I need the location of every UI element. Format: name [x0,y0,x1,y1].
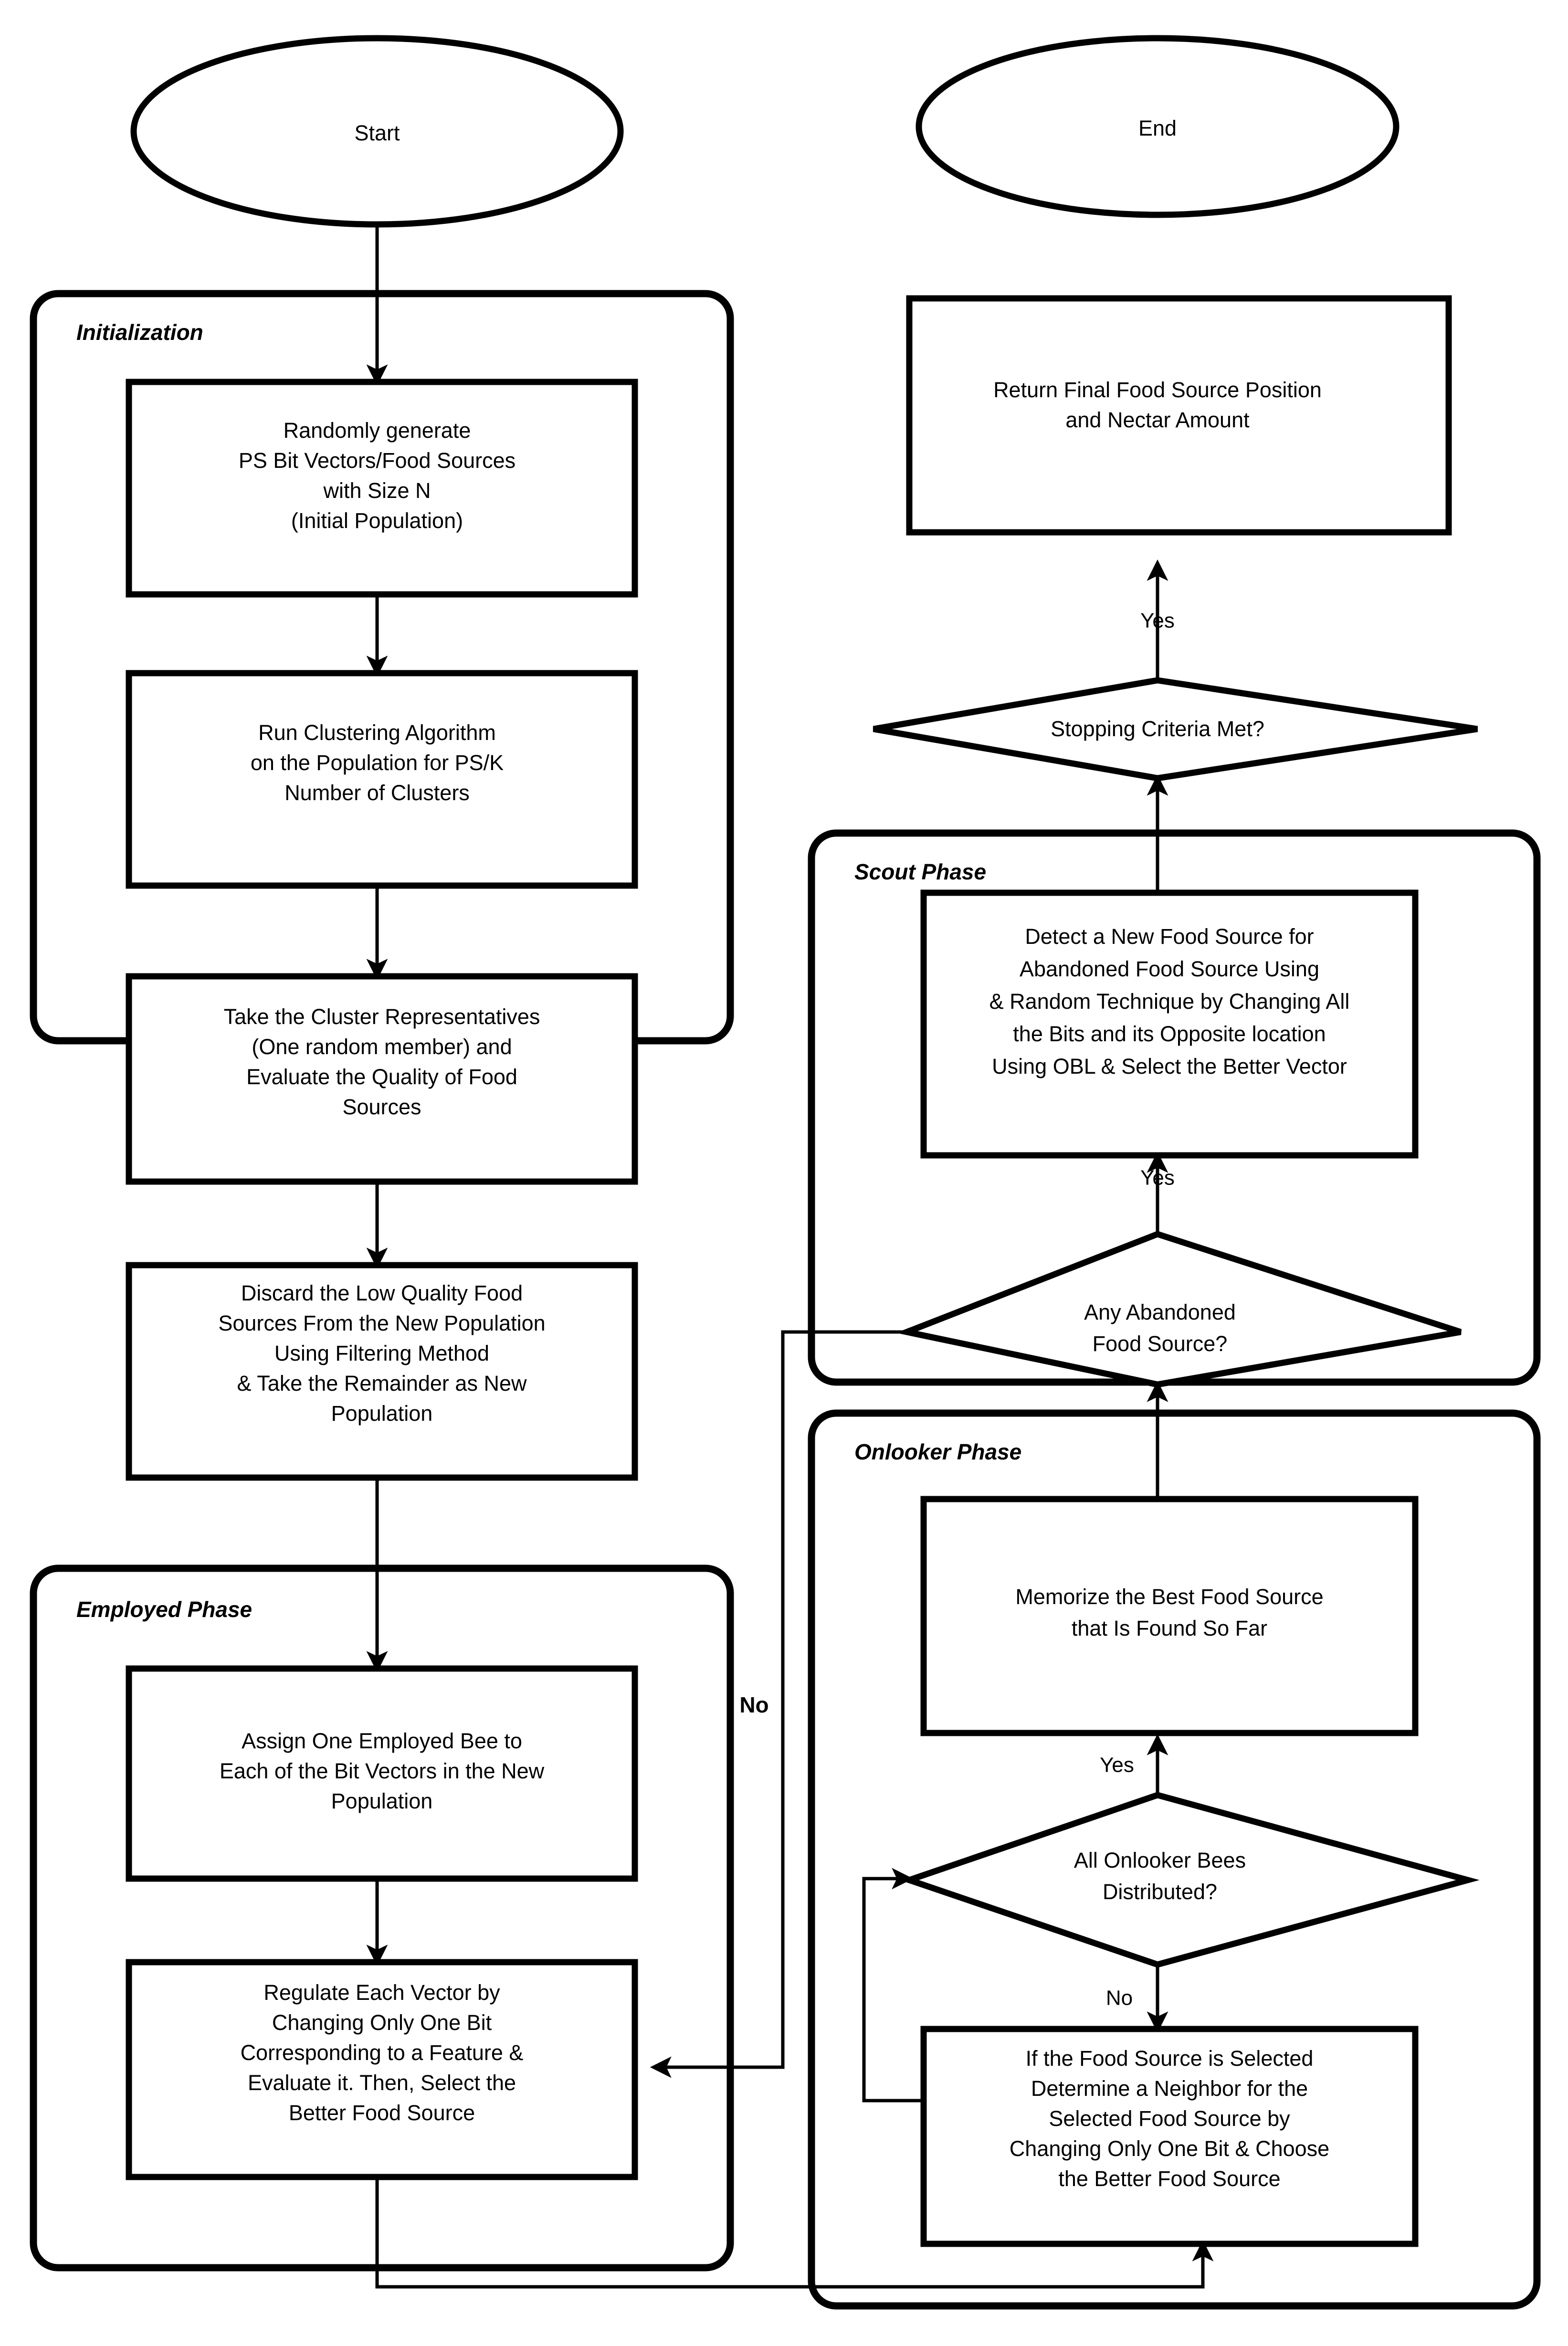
end-terminal-label: End [1138,116,1177,140]
node-run-clustering-label: Number of Clusters [284,781,470,805]
node-random-generate-label: Randomly generate [284,418,471,443]
node-memorize-best-label: that Is Found So Far [1072,1616,1267,1640]
node-detect-new-food-source-box [920,889,1419,1159]
node-regulate-vector-box [126,1959,638,2180]
node-regulate-vector-label: Better Food Source [289,2101,475,2125]
node-if-food-source-label: the Better Food Source [1058,2166,1280,2191]
node-if-food-source-selected-box [920,2026,1419,2247]
node-return-final-box [906,295,1452,536]
group-label-initialization: Initialization [76,320,203,345]
decision-any-abandoned-label: Any Abandoned [1084,1300,1236,1324]
node-random-generate-label: PS Bit Vectors/Food Sources [239,448,516,473]
node-regulate-vector-label: Corresponding to a Feature & [241,2040,524,2065]
node-discard-low-quality-label: Using Filtering Method [274,1341,489,1365]
node-assign-employed-bee-box [126,1665,638,1882]
group-label-scout-phase: Scout Phase [854,859,986,884]
group-employed-phase-box [30,1564,734,2272]
node-detect-new-food-source-label: Detect a New Food Source for [1025,924,1314,949]
node-if-food-source-label: If the Food Source is Selected [1026,2046,1314,2071]
node-run-clustering-label: Run Clustering Algorithm [258,720,496,745]
node-random-generate-label: with Size N [323,478,431,503]
decision-all-onlooker-label: Distributed? [1103,1880,1217,1904]
node-discard-low-quality-label: Population [331,1401,433,1426]
node-if-food-source-label: Changing Only One Bit & Choose [1010,2136,1329,2161]
node-discard-low-quality-label: Sources From the New Population [218,1311,545,1335]
node-regulate-vector-label: Evaluate it. Then, Select the [248,2071,516,2095]
node-cluster-representatives-box [126,973,638,1185]
node-cluster-representatives-label: (One random member) and [252,1035,512,1059]
node-run-clustering-box [126,670,638,889]
edge-abandoned-no-to-regulate [650,1330,907,2078]
group-label-onlooker-phase: Onlooker Phase [854,1439,1021,1464]
node-detect-new-food-source-label: & Random Technique by Changing All [989,989,1350,1014]
edge-label-abandoned-yes: Yes [1140,1166,1175,1190]
start-terminal [130,35,624,228]
edge-label-abandoned-no: No [739,1692,768,1717]
group-onlooker-phase-box [808,1409,1541,2310]
edge-regulate-to-onlooker-loop [375,2177,1214,2289]
end-terminal [916,35,1400,218]
decision-stopping-criteria [873,677,1478,782]
edge-label-onlooker-yes: Yes [1100,1754,1134,1777]
edge-label-stopping-yes: Yes [1140,609,1175,633]
node-detect-new-food-source-label: Abandoned Food Source Using [1020,957,1319,981]
group-label-employed-phase: Employed Phase [76,1597,252,1622]
node-assign-employed-bee-label: Population [331,1789,433,1813]
node-regulate-vector-label: Regulate Each Vector by [263,1980,500,2005]
edge-label-onlooker-no: No [1106,1987,1133,2010]
node-detect-new-food-source-label: the Bits and its Opposite location [1013,1022,1326,1046]
node-cluster-representatives-label: Sources [342,1095,421,1119]
node-return-final-label: and Nectar Amount [1065,408,1250,432]
node-discard-low-quality-label: Discard the Low Quality Food [241,1281,523,1305]
node-memorize-best-box [920,1496,1419,1736]
node-random-generate-box [126,379,638,598]
node-discard-low-quality-box [126,1262,638,1481]
decision-any-abandoned-label: Food Source? [1093,1332,1228,1356]
node-random-generate-label: (Initial Population) [291,508,463,533]
node-run-clustering-label: on the Population for PS/K [251,750,504,775]
node-discard-low-quality-label: & Take the Remainder as New [237,1371,527,1395]
node-detect-new-food-source-label: Using OBL & Select the Better Vector [992,1054,1347,1078]
decision-stopping-criteria-label: Stopping Criteria Met? [1051,717,1264,741]
edge-if-food-back-to-onlooker [862,1868,924,2103]
start-terminal-label: Start [354,121,400,145]
node-memorize-best-label: Memorize the Best Food Source [1015,1585,1323,1609]
node-return-final-label: Return Final Food Source Position [993,378,1322,402]
node-assign-employed-bee-label: Each of the Bit Vectors in the New [220,1759,545,1783]
node-assign-employed-bee-label: Assign One Employed Bee to [242,1729,522,1753]
node-cluster-representatives-label: Take the Cluster Representatives [224,1004,540,1029]
node-if-food-source-label: Selected Food Source by [1049,2106,1290,2131]
decision-all-onlooker-distributed [899,1792,1480,1968]
node-cluster-representatives-label: Evaluate the Quality of Food [246,1065,517,1089]
node-regulate-vector-label: Changing Only One Bit [272,2010,492,2035]
node-if-food-source-label: Determine a Neighbor for the [1031,2076,1308,2101]
decision-any-abandoned [896,1231,1462,1388]
decision-all-onlooker-label: All Onlooker Bees [1074,1848,1246,1872]
